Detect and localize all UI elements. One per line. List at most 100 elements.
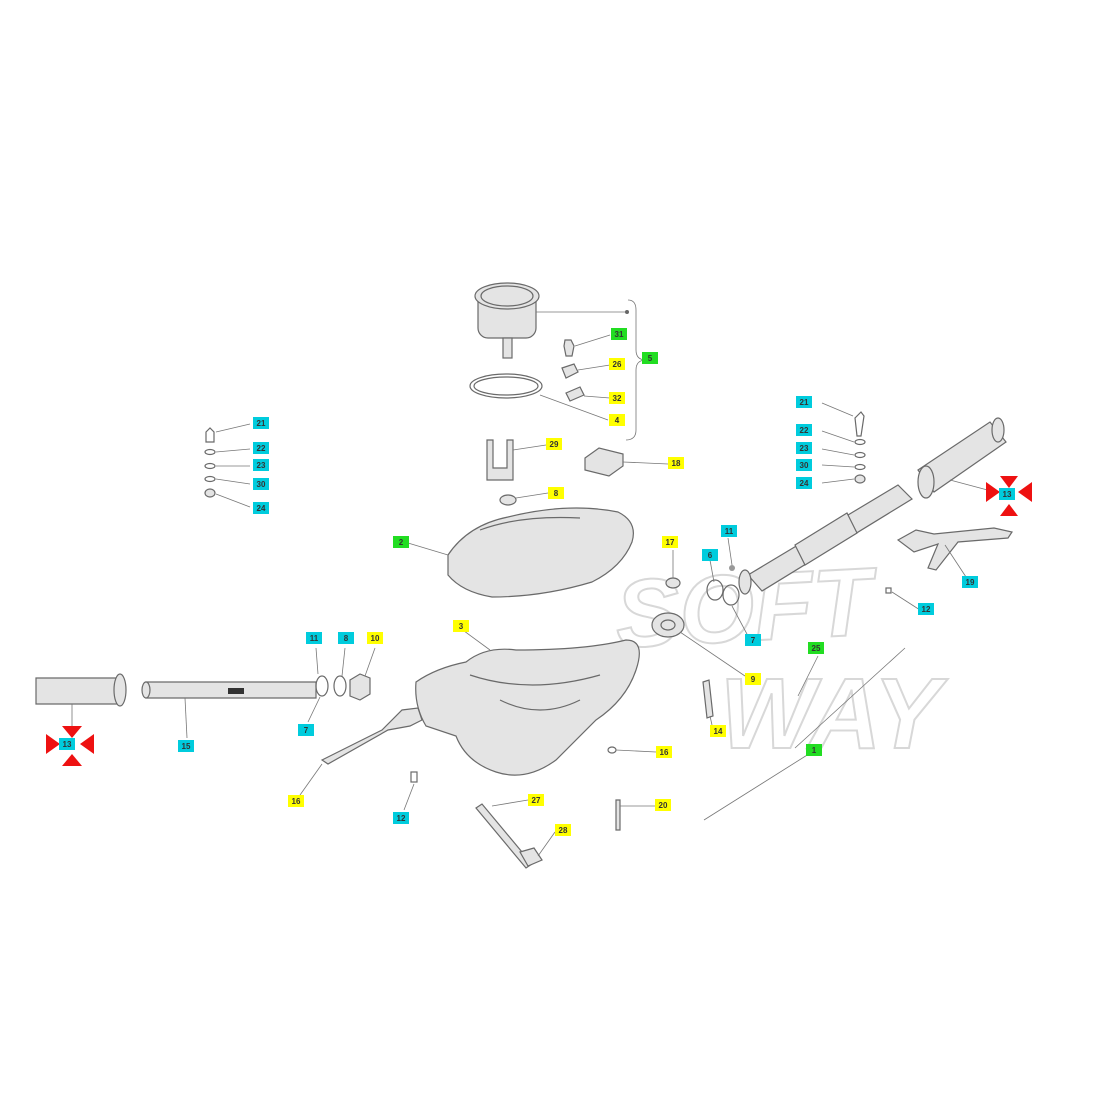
part-tag-box — [253, 459, 269, 471]
part-tag-box — [178, 740, 194, 752]
part-tag-label: 27 — [532, 796, 541, 805]
part-tag-label: 19 — [966, 578, 975, 587]
part-tag-t20: 20 — [655, 799, 671, 811]
part-tag-box — [796, 396, 812, 408]
part-tag-label: 20 — [659, 801, 668, 810]
right-lever-19 — [896, 527, 1013, 581]
part-tag-t10: 10 — [367, 632, 383, 644]
gauge-seal-ring — [469, 373, 609, 421]
part-tag-box — [338, 632, 354, 644]
bracket-29 — [486, 439, 547, 481]
small-parts-center-right — [651, 537, 749, 677]
part-tag-t2: 2 — [393, 536, 409, 548]
part-tag-box — [59, 738, 75, 750]
nut-8-top — [499, 492, 549, 506]
part-tag-label: 25 — [812, 644, 821, 653]
marker-left-13 — [46, 726, 94, 766]
part-tag-t1: 1 — [806, 744, 822, 756]
part-tag-label: 18 — [672, 459, 681, 468]
left-hardware-stack — [204, 423, 251, 508]
part-tag-label: 8 — [554, 489, 559, 498]
part-tag-box — [999, 488, 1015, 500]
part-tag-box — [546, 438, 562, 450]
part-tag-t6: 6 — [702, 549, 718, 561]
watermark: SOFT WAY — [612, 547, 950, 771]
part-tag-tL23: 23 — [253, 459, 269, 471]
part-tag-label: 16 — [292, 797, 301, 806]
part-tag-t16a: 16 — [656, 746, 672, 758]
part-tag-box — [656, 746, 672, 758]
part-tag-t8b: 8 — [338, 632, 354, 644]
part-tag-label: 30 — [800, 461, 809, 470]
left-washer-stack — [307, 647, 376, 723]
right-hardware-stack — [821, 402, 866, 484]
part-tag-label: 28 — [559, 826, 568, 835]
part-tag-label: 2 — [399, 538, 404, 547]
part-tag-t5: 5 — [642, 352, 658, 364]
part-tag-t31: 31 — [611, 328, 627, 340]
part-tag-t11b: 11 — [306, 632, 322, 644]
part-tag-box — [662, 536, 678, 548]
switch-18 — [584, 447, 669, 477]
part-tag-t4: 4 — [609, 414, 625, 426]
part-tag-label: 26 — [613, 360, 622, 369]
part-tag-box — [253, 442, 269, 454]
part-tag-tR30: 30 — [796, 459, 812, 471]
part-tag-label: 11 — [725, 527, 734, 536]
part-tag-box — [609, 358, 625, 370]
part-tag-label: 23 — [800, 444, 809, 453]
part-tag-tL30: 30 — [253, 478, 269, 490]
part-tag-box — [796, 424, 812, 436]
part-tag-label: 24 — [800, 479, 809, 488]
part-tag-t8a: 8 — [548, 487, 564, 499]
part-tag-box — [393, 536, 409, 548]
part-tag-tR24: 24 — [796, 477, 812, 489]
part-tag-label: 21 — [800, 398, 809, 407]
part-tag-box — [253, 417, 269, 429]
part-tag-t28: 28 — [555, 824, 571, 836]
part-tag-box — [806, 744, 822, 756]
part-tag-label: 13 — [1003, 490, 1012, 499]
part-tag-tR23: 23 — [796, 442, 812, 454]
part-tag-box — [528, 794, 544, 806]
left-grip — [35, 673, 127, 726]
part-tag-t9: 9 — [745, 673, 761, 685]
part-tag-label: 22 — [800, 426, 809, 435]
part-tag-box — [253, 478, 269, 490]
part-tag-box — [453, 620, 469, 632]
small-screw-12-left — [403, 771, 418, 811]
part-tag-box — [609, 392, 625, 404]
right-grip — [917, 417, 1007, 499]
part-tag-t32: 32 — [609, 392, 625, 404]
part-tag-label: 29 — [550, 440, 559, 449]
part-tag-box — [306, 632, 322, 644]
part-tag-box — [702, 549, 718, 561]
part-tag-box — [808, 642, 824, 654]
leader-lines-1-25 — [703, 647, 906, 821]
part-tag-tL13: 13 — [59, 738, 75, 750]
part-tag-label: 11 — [310, 634, 319, 643]
part-tag-label: 22 — [257, 444, 266, 453]
part-tag-box — [609, 414, 625, 426]
part-tag-t16b: 16 — [288, 795, 304, 807]
part-tag-label: 4 — [615, 416, 620, 425]
part-tag-label: 3 — [459, 622, 464, 631]
part-tag-box — [393, 812, 409, 824]
headset-lower-body — [415, 627, 640, 776]
part-tag-tR13: 13 — [999, 488, 1015, 500]
part-tag-t12b: 12 — [393, 812, 409, 824]
part-tag-t15: 15 — [178, 740, 194, 752]
part-tag-label: 30 — [257, 480, 266, 489]
part-tag-tR22: 22 — [796, 424, 812, 436]
part-tag-label: 32 — [613, 394, 622, 403]
speedometer-gauge — [474, 282, 629, 359]
part-tag-t17: 17 — [662, 536, 678, 548]
part-tag-box — [962, 576, 978, 588]
part-tag-box — [298, 724, 314, 736]
part-tag-box — [668, 457, 684, 469]
part-tag-box — [796, 442, 812, 454]
part-tag-box — [796, 459, 812, 471]
